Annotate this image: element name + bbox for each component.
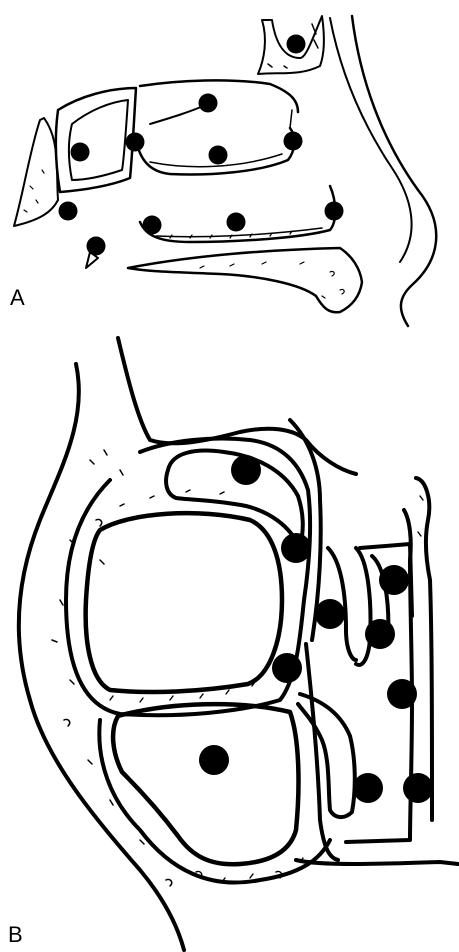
lateral-wall-texture xyxy=(418,496,423,536)
panel-b-marker-5 xyxy=(365,619,395,649)
panel-b-marker-7 xyxy=(387,679,417,709)
panel-b-marker-4 xyxy=(379,565,409,595)
middle-turbinate-b-right xyxy=(356,548,370,665)
panel-b-label: B xyxy=(8,924,23,946)
panel-b-marker-8 xyxy=(199,745,229,775)
panel-b-marker-3 xyxy=(315,599,345,629)
septum-lower xyxy=(306,644,338,860)
panel-b-marker-1 xyxy=(231,455,261,485)
lateral-nasal-wall xyxy=(416,478,432,820)
inferior-turbinate-b xyxy=(298,694,355,817)
nasal-floor-b xyxy=(296,860,458,864)
panel-b-marker-10 xyxy=(403,773,433,803)
panel-b-marker-6 xyxy=(272,653,302,683)
panel-b-marker-2 xyxy=(281,533,311,563)
panel-b-marker-9 xyxy=(353,773,383,803)
